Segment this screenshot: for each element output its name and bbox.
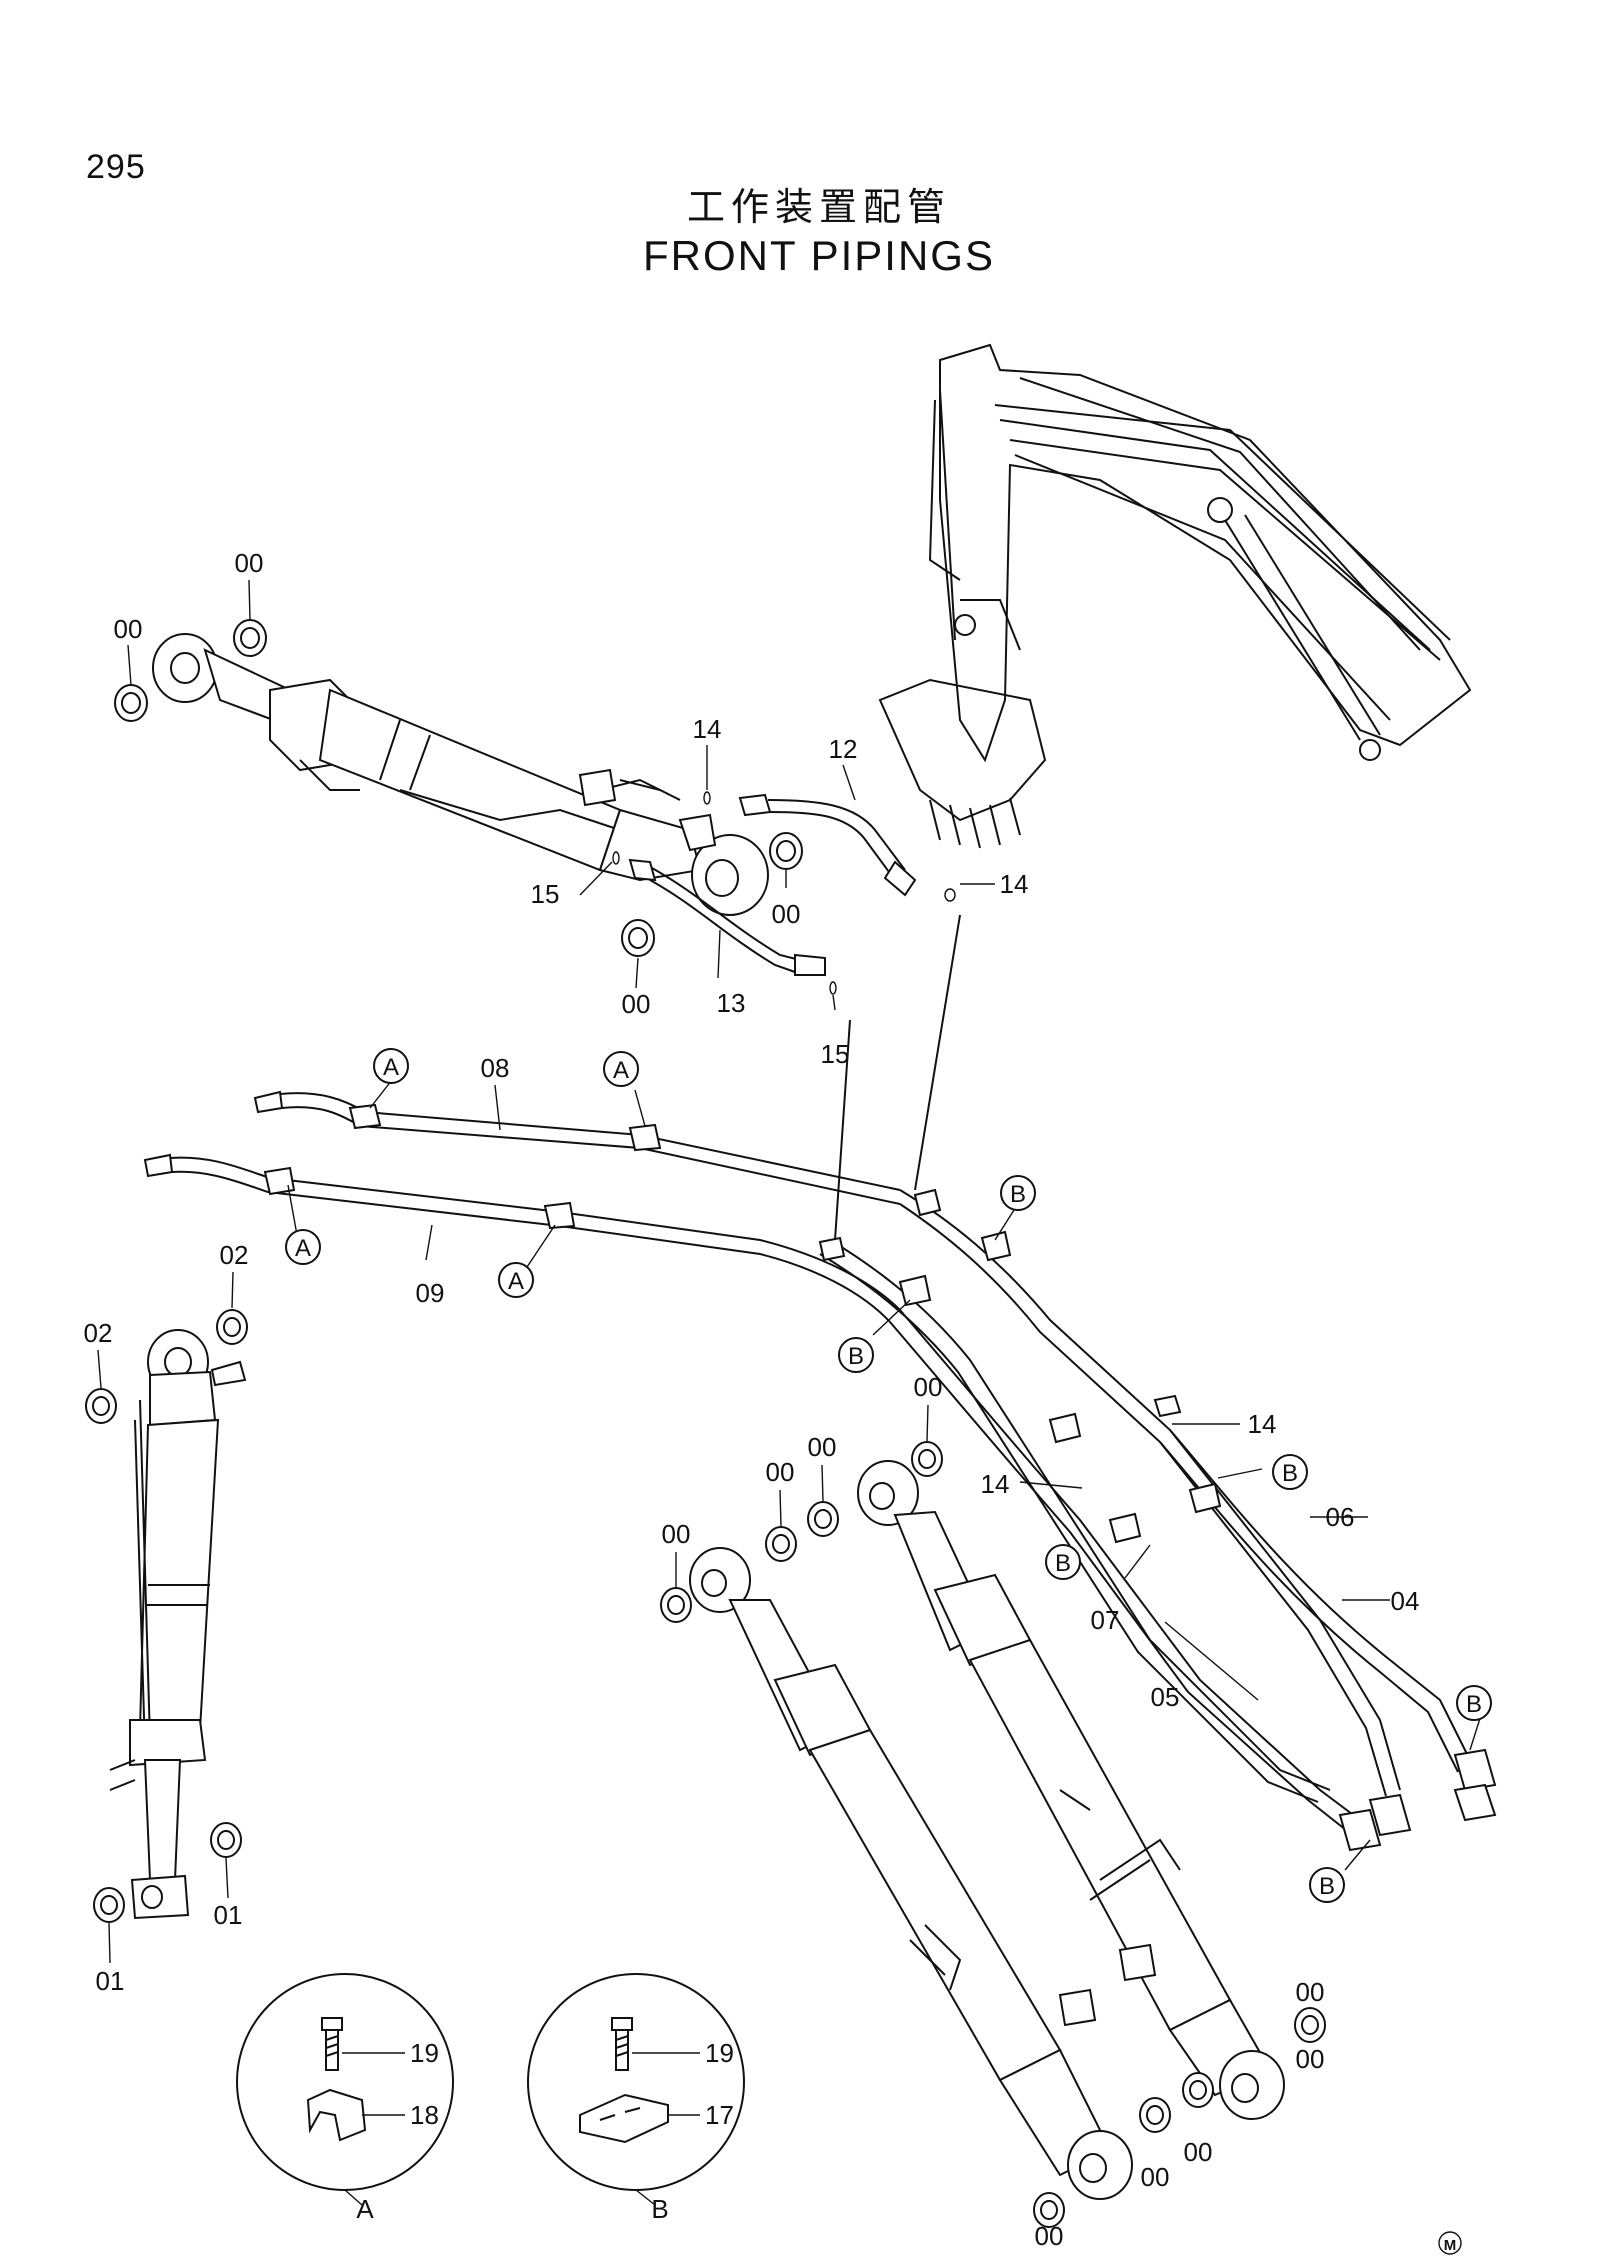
part-labels: 00 00 14 12 15 00 14 00 13 15 08 09 02 0… [84,548,1420,2251]
arm-cylinder [109,1329,247,1920]
part-label: 04 [1391,1586,1420,1616]
part-label: 08 [481,1053,510,1083]
part-label: 15 [821,1039,850,1069]
part-label: 05 [1151,1682,1180,1712]
boom-cylinder-right [857,1460,1285,2120]
excavator-front-overview [878,343,1472,849]
part-label: 15 [531,879,560,909]
part-label: 00 [1296,1977,1325,2007]
part-label: 00 [114,614,143,644]
part-label: 00 [914,1372,943,1402]
detail-a-letter: A [356,2194,374,2224]
detail-b-clamp-label: 17 [705,2100,734,2130]
title-english: FRONT PIPINGS [643,232,995,279]
callout-circles [285,1048,1492,1903]
part-label: 13 [717,988,746,1018]
part-label: 07 [1091,1605,1120,1635]
detail-b-letter: B [651,2194,668,2224]
part-label: 00 [622,989,651,1019]
leader-lines [97,579,1483,1964]
part-label: 01 [96,1966,125,1996]
callout-letters: A A A A B B B B B B [295,1054,1482,1900]
callout-b: B [1055,1550,1071,1577]
hose-13 [628,858,826,976]
seals-boom-cylinders [660,1441,1326,2228]
part-label: 00 [1184,2137,1213,2167]
part-label: 12 [829,734,858,764]
callout-a: A [613,1057,629,1084]
detail-a-bolt-label: 19 [410,2038,439,2068]
hose-12 [738,793,917,897]
part-label: 14 [981,1469,1010,1499]
callout-b: B [1319,1873,1335,1900]
callout-b: B [1282,1460,1298,1487]
part-label: 00 [808,1432,837,1462]
title-chinese: 工作装置配管 [686,185,951,229]
callout-b: B [848,1343,864,1370]
boom-pipes [818,914,1497,1852]
part-label: 00 [772,899,801,929]
detail-a: 19 18 A [236,1973,454,2224]
callout-a: A [383,1054,399,1081]
part-label: 06 [1326,1502,1355,1532]
detail-b: 19 17 B [527,1973,745,2224]
part-label: 14 [1248,1409,1277,1439]
boom-cylinder-left [689,1547,1133,2200]
part-label: 02 [220,1240,249,1270]
detail-a-clamp-label: 18 [410,2100,439,2130]
page-number: 295 [86,148,146,186]
part-label: 14 [1000,869,1029,899]
part-label: 09 [416,1278,445,1308]
detail-b-bolt-label: 19 [705,2038,734,2068]
mark-letter: M [1444,2237,1457,2254]
callout-a: A [508,1268,524,1295]
circled-m-mark: M [1438,2231,1462,2255]
part-label: 14 [693,714,722,744]
part-label: 00 [1296,2044,1325,2074]
o-rings-14-15 [612,791,956,995]
pipe-09 [143,1153,901,1323]
callout-b: B [1466,1691,1482,1718]
seals-arm-cylinder [85,1309,248,1923]
part-label: 00 [662,1519,691,1549]
pipe-08 [253,1090,901,1205]
part-label: 00 [766,1457,795,1487]
part-label: 00 [1141,2162,1170,2192]
part-label: 00 [235,548,264,578]
callout-a: A [295,1235,311,1262]
bucket-cylinder [152,633,769,916]
part-label: 00 [1035,2221,1064,2251]
callout-b: B [1010,1181,1026,1208]
part-label: 02 [84,1318,113,1348]
part-label: 01 [214,1900,243,1930]
